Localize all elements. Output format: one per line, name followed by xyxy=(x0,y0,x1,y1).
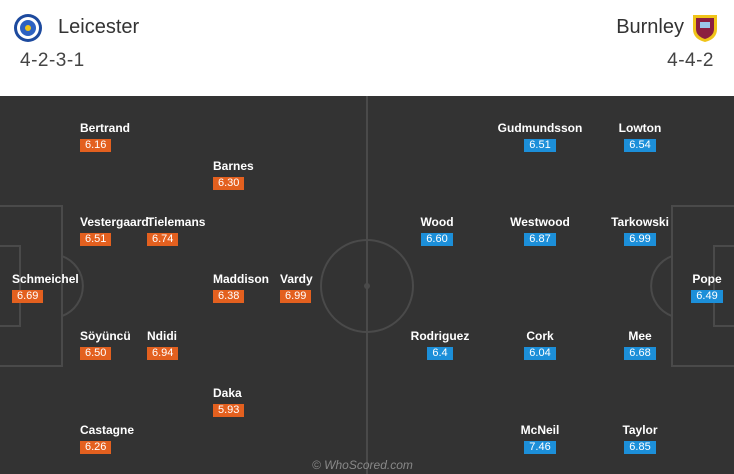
player-castagne[interactable]: Castagne 6.26 xyxy=(80,423,134,455)
player-rating: 6.94 xyxy=(147,347,179,360)
match-header: Leicester 4-2-3-1 Burnley 4-4-2 xyxy=(0,0,734,94)
player-rating: 6.4 xyxy=(427,347,453,360)
player-name: Wood xyxy=(420,215,454,229)
player-rating: 6.54 xyxy=(624,139,656,152)
player-rating: 6.87 xyxy=(524,233,556,246)
player-name: Tielemans xyxy=(147,215,206,229)
player-rating: 6.51 xyxy=(524,139,556,152)
player-rating: 6.38 xyxy=(213,290,245,303)
player-rating: 6.74 xyxy=(147,233,179,246)
player-name: Tarkowski xyxy=(611,215,669,229)
player-vardy[interactable]: Vardy 6.99 xyxy=(280,272,313,304)
away-formation: 4-4-2 xyxy=(667,50,714,71)
player-rating: 6.49 xyxy=(691,290,723,303)
player-rating: 5.93 xyxy=(213,404,245,417)
player-name: Gudmundsson xyxy=(497,121,583,135)
player-tielemans[interactable]: Tielemans 6.74 xyxy=(147,215,205,247)
player-rating: 6.16 xyxy=(80,139,112,152)
player-name: Vestergaard xyxy=(80,215,149,229)
home-team-name[interactable]: Leicester xyxy=(58,16,140,38)
player-ndidi[interactable]: Ndidi 6.94 xyxy=(147,329,179,361)
player-wood[interactable]: Wood 6.60 xyxy=(397,215,477,247)
player-rating: 7.46 xyxy=(524,441,556,454)
player-lowton[interactable]: Lowton 6.54 xyxy=(590,121,690,153)
player-cork[interactable]: Cork 6.04 xyxy=(490,329,590,361)
player-rating: 6.26 xyxy=(80,441,112,454)
player-name: Mee xyxy=(628,329,652,343)
player-rating: 6.30 xyxy=(213,177,245,190)
player-rating: 6.04 xyxy=(524,347,556,360)
player-pope[interactable]: Pope 6.49 xyxy=(677,272,734,304)
player-rating: 6.99 xyxy=(624,233,656,246)
burnley-crest-icon xyxy=(693,15,717,42)
player-name: Rodriguez xyxy=(410,329,470,343)
player-name: Schmeichel xyxy=(12,272,79,286)
player-name: Pope xyxy=(692,272,722,286)
player-name: Ndidi xyxy=(147,329,177,343)
player-soyuncu[interactable]: Söyüncü 6.50 xyxy=(80,329,131,361)
watermark: © WhoScored.com xyxy=(312,458,413,472)
player-taylor[interactable]: Taylor 6.85 xyxy=(590,423,690,455)
player-rating: 6.69 xyxy=(12,290,44,303)
player-schmeichel[interactable]: Schmeichel 6.69 xyxy=(12,272,79,304)
player-rating: 6.68 xyxy=(624,347,656,360)
player-name: Söyüncü xyxy=(80,329,131,343)
home-formation: 4-2-3-1 xyxy=(20,50,85,71)
player-name: Westwood xyxy=(510,215,570,229)
pitch-markings xyxy=(0,96,734,474)
player-rodriguez[interactable]: Rodriguez 6.4 xyxy=(385,329,495,361)
player-name: McNeil xyxy=(520,423,560,437)
player-rating: 6.60 xyxy=(421,233,453,246)
player-vestergaard[interactable]: Vestergaard 6.51 xyxy=(80,215,149,247)
player-rating: 6.50 xyxy=(80,347,112,360)
player-rating: 6.85 xyxy=(624,441,656,454)
player-name: Daka xyxy=(213,386,242,400)
player-tarkowski[interactable]: Tarkowski 6.99 xyxy=(590,215,690,247)
player-name: Lowton xyxy=(618,121,662,135)
player-name: Castagne xyxy=(80,423,135,437)
pitch: Bertrand 6.16 Barnes 6.30 Vestergaard 6.… xyxy=(0,96,734,474)
away-team-name[interactable]: Burnley xyxy=(616,16,684,38)
leicester-crest-icon xyxy=(14,14,42,42)
player-gudmundsson[interactable]: Gudmundsson 6.51 xyxy=(470,121,610,153)
player-name: Vardy xyxy=(280,272,313,286)
player-rating: 6.99 xyxy=(280,290,312,303)
player-mcneil[interactable]: McNeil 7.46 xyxy=(490,423,590,455)
player-name: Cork xyxy=(526,329,554,343)
player-bertrand[interactable]: Bertrand 6.16 xyxy=(80,121,130,153)
player-daka[interactable]: Daka 5.93 xyxy=(213,386,245,418)
player-mee[interactable]: Mee 6.68 xyxy=(590,329,690,361)
player-barnes[interactable]: Barnes 6.30 xyxy=(213,159,254,191)
player-rating: 6.51 xyxy=(80,233,112,246)
player-name: Maddison xyxy=(213,272,269,286)
player-name: Bertrand xyxy=(80,121,131,135)
player-maddison[interactable]: Maddison 6.38 xyxy=(213,272,269,304)
player-name: Barnes xyxy=(213,159,254,173)
player-name: Taylor xyxy=(622,423,658,437)
player-westwood[interactable]: Westwood 6.87 xyxy=(480,215,600,247)
